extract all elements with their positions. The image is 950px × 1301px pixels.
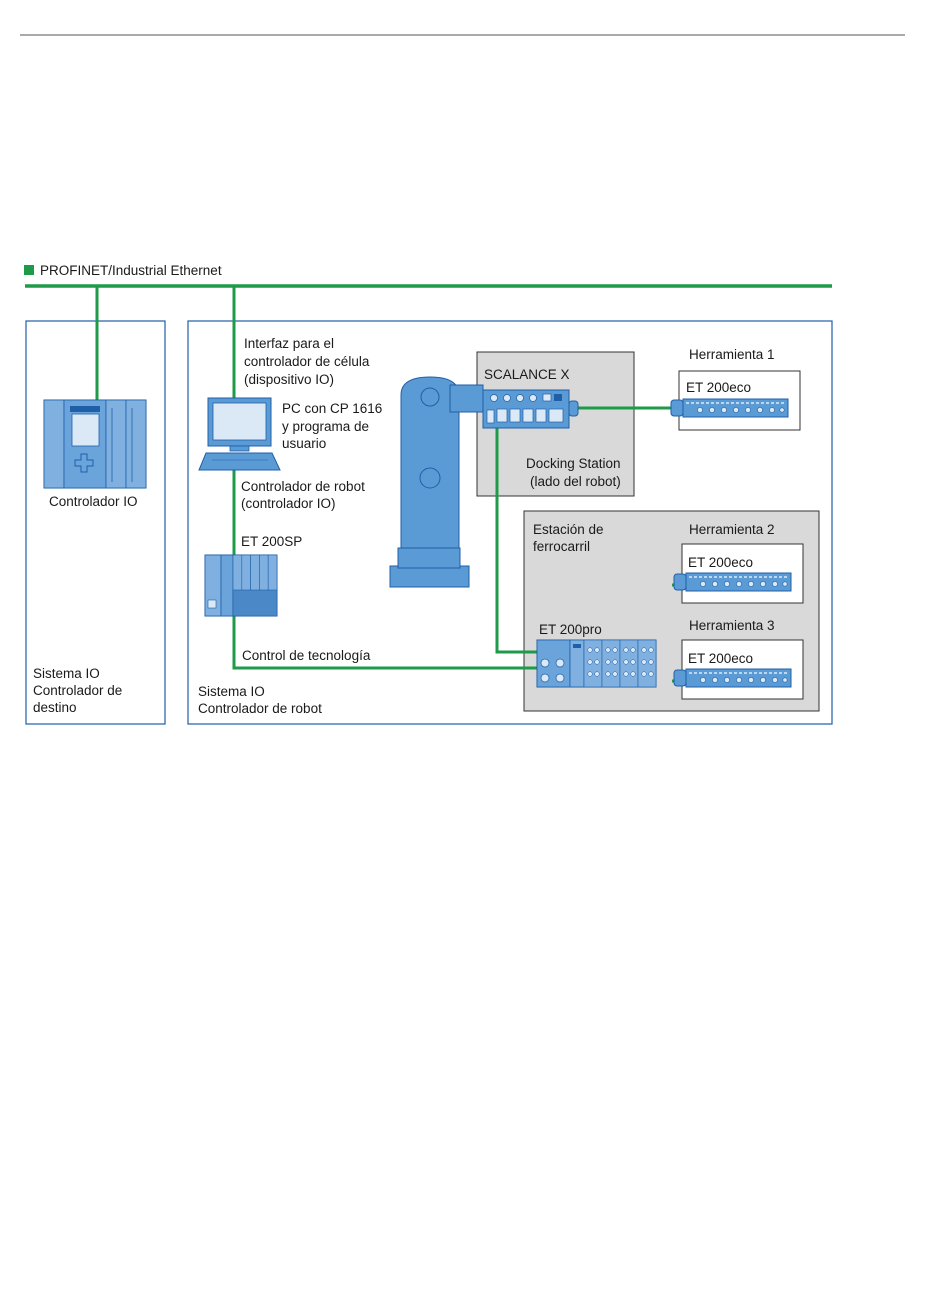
tech-control-label: Control de tecnología bbox=[242, 648, 371, 663]
robot-controller-label-2: (controlador IO) bbox=[241, 496, 336, 511]
et200sp-label: ET 200SP bbox=[241, 534, 302, 549]
rail-station-label-1: Estación de bbox=[533, 522, 604, 537]
interface-label-2: controlador de célula bbox=[244, 354, 370, 369]
tool2-device-label: ET 200eco bbox=[688, 555, 753, 570]
scalance-switch-icon bbox=[482, 389, 579, 429]
robot-controller-label-1: Controlador de robot bbox=[241, 479, 365, 494]
robot-system-label-2: Controlador de robot bbox=[198, 701, 322, 716]
target-system-label-3: destino bbox=[33, 700, 77, 715]
rail-station-label-2: ferrocarril bbox=[533, 539, 590, 554]
tool3-label: Herramienta 3 bbox=[689, 618, 775, 633]
tool1-label: Herramienta 1 bbox=[689, 347, 775, 362]
legend-swatch bbox=[24, 265, 34, 275]
robot-system-frame bbox=[187, 320, 833, 725]
et200eco-icon-tool3 bbox=[673, 668, 792, 688]
robot-system-label-1: Sistema IO bbox=[198, 684, 265, 699]
et200eco-icon-tool1 bbox=[670, 398, 789, 418]
et200pro-label: ET 200pro bbox=[539, 622, 602, 637]
scalance-label: SCALANCE X bbox=[484, 367, 570, 382]
legend-network-label: PROFINET/Industrial Ethernet bbox=[40, 263, 222, 278]
target-system-label-1: Sistema IO bbox=[33, 666, 100, 681]
io-controller-icon bbox=[43, 399, 147, 489]
pc-icon bbox=[198, 397, 281, 471]
tool3-device-label: ET 200eco bbox=[688, 651, 753, 666]
green-links bbox=[95, 286, 688, 683]
docking-label-1: Docking Station bbox=[526, 456, 621, 471]
interface-label-1: Interfaz para el bbox=[244, 336, 334, 351]
tool1-device-label: ET 200eco bbox=[686, 380, 751, 395]
et200pro-icon bbox=[536, 639, 657, 688]
io-controller-label: Controlador IO bbox=[49, 494, 138, 509]
et200sp-icon bbox=[204, 554, 278, 617]
pc-label-3: usuario bbox=[282, 436, 326, 451]
pc-label-2: y programa de bbox=[282, 419, 369, 434]
docking-label-2: (lado del robot) bbox=[530, 474, 621, 489]
robot-icon bbox=[389, 376, 484, 588]
target-system-label-2: Controlador de bbox=[33, 683, 122, 698]
tool2-label: Herramienta 2 bbox=[689, 522, 775, 537]
pc-label-1: PC con CP 1616 bbox=[282, 401, 382, 416]
interface-label-3: (dispositivo IO) bbox=[244, 372, 334, 387]
et200eco-icon-tool2 bbox=[673, 572, 792, 592]
